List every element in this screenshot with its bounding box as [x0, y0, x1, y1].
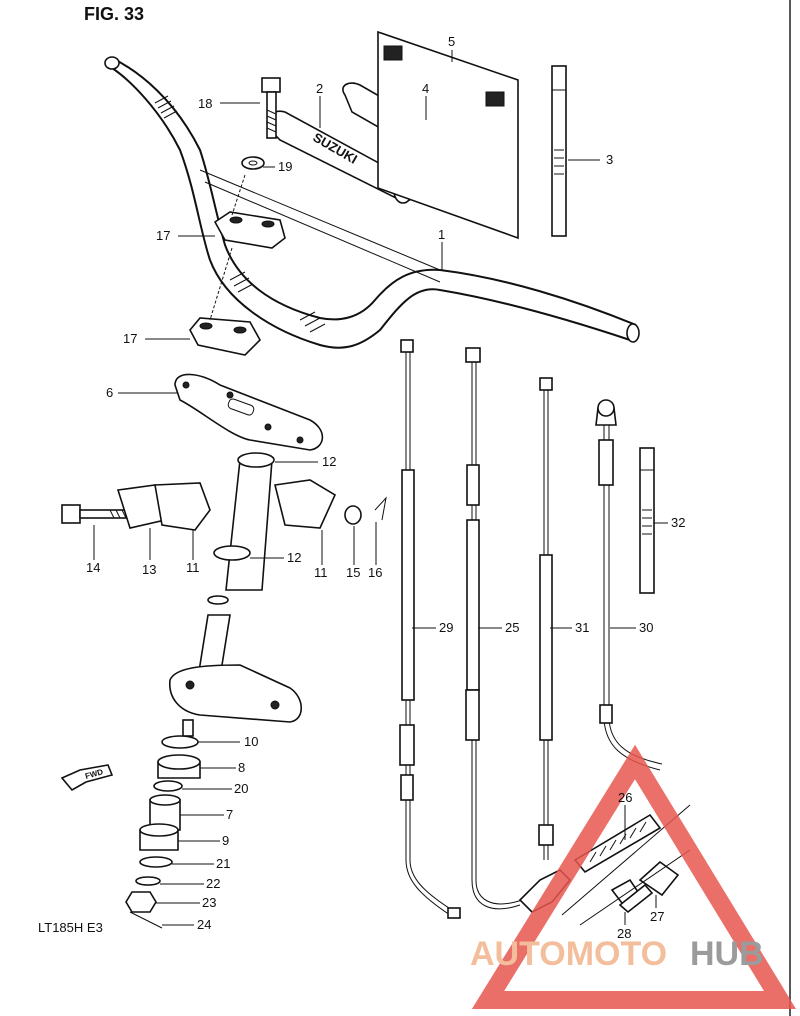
- callout-15: 15: [346, 565, 360, 580]
- holder-11-left: [154, 482, 211, 531]
- figure-title: FIG. 33: [84, 4, 144, 24]
- steering-top-plate-6: [174, 373, 324, 451]
- washer-22: [135, 876, 161, 886]
- callout-8: 8: [238, 760, 245, 775]
- steering-shaft: [195, 452, 275, 691]
- callout-11-right: 11: [314, 565, 328, 580]
- callout-17-upper: 17: [156, 228, 170, 243]
- cable-25: [465, 347, 523, 910]
- nut-15: [344, 505, 362, 525]
- fwd-arrow: FWD: [60, 764, 114, 792]
- callout-14: 14: [86, 560, 100, 575]
- cable-29: [399, 339, 461, 919]
- callout-31: 31: [575, 620, 589, 635]
- bolt-27: [618, 860, 680, 914]
- callout-20: 20: [234, 781, 248, 796]
- callout-22: 22: [206, 876, 220, 891]
- callout-12-upper: 12: [322, 454, 336, 469]
- callout-19: 19: [278, 159, 292, 174]
- callout-10: 10: [244, 734, 258, 749]
- nut-23: [125, 891, 157, 913]
- callout-24: 24: [197, 917, 211, 932]
- callout-labels: 18 2 4 5 3 19 17 1 17 6 12 12 14 13 11 1…: [86, 34, 685, 941]
- washer-19: [241, 156, 265, 170]
- callout-32: 32: [671, 515, 685, 530]
- bush-12-upper: [237, 452, 275, 468]
- callout-13: 13: [142, 562, 156, 577]
- callout-27: 27: [650, 909, 664, 924]
- callout-12-lower: 12: [287, 550, 301, 565]
- callout-17-lower: 17: [123, 331, 137, 346]
- holder-11-right: [274, 479, 337, 529]
- callout-30: 30: [639, 620, 653, 635]
- callout-26: 26: [618, 790, 632, 805]
- callout-11-left: 11: [186, 560, 200, 575]
- callout-2: 2: [316, 81, 323, 96]
- cotter-pin-24: [129, 911, 163, 929]
- callout-25: 25: [505, 620, 519, 635]
- callout-6: 6: [106, 385, 113, 400]
- callout-1: 1: [438, 227, 445, 242]
- cable-strap-32: [639, 447, 655, 594]
- watermark-text-primary: AUTOMOTO: [470, 935, 667, 973]
- steering-lower-bracket: [169, 664, 303, 723]
- callout-28: 28: [617, 926, 631, 941]
- watermark-logo: AUTOMOTO HUB: [470, 744, 797, 1009]
- cable-strap-3: [551, 65, 567, 237]
- callout-5: 5: [448, 34, 455, 49]
- callout-16: 16: [368, 565, 382, 580]
- callout-23: 23: [202, 895, 216, 910]
- washer-21: [139, 856, 173, 868]
- dust-seal-10: [161, 735, 199, 749]
- handlebar: [104, 56, 640, 349]
- lower-bearing-stack: [125, 735, 201, 929]
- upper-clamp-17: [213, 211, 286, 249]
- bolt-18: [261, 77, 281, 139]
- callout-21: 21: [216, 856, 230, 871]
- cable-31: [538, 377, 554, 860]
- callout-29: 29: [439, 620, 453, 635]
- lower-clamp-17: [189, 317, 261, 356]
- washer-20: [153, 780, 183, 792]
- callout-9: 9: [222, 833, 229, 848]
- bush-12-lower: [213, 545, 251, 561]
- callout-7: 7: [226, 807, 233, 822]
- watermark-text-secondary: HUB: [690, 935, 764, 973]
- number-plate: [377, 30, 519, 240]
- callout-4: 4: [422, 81, 429, 96]
- leader-lines: [93, 50, 668, 926]
- callout-3: 3: [606, 152, 613, 167]
- callout-18: 18: [198, 96, 212, 111]
- cotter-pin-16: [374, 496, 387, 521]
- model-code: LT185H E3: [38, 920, 103, 935]
